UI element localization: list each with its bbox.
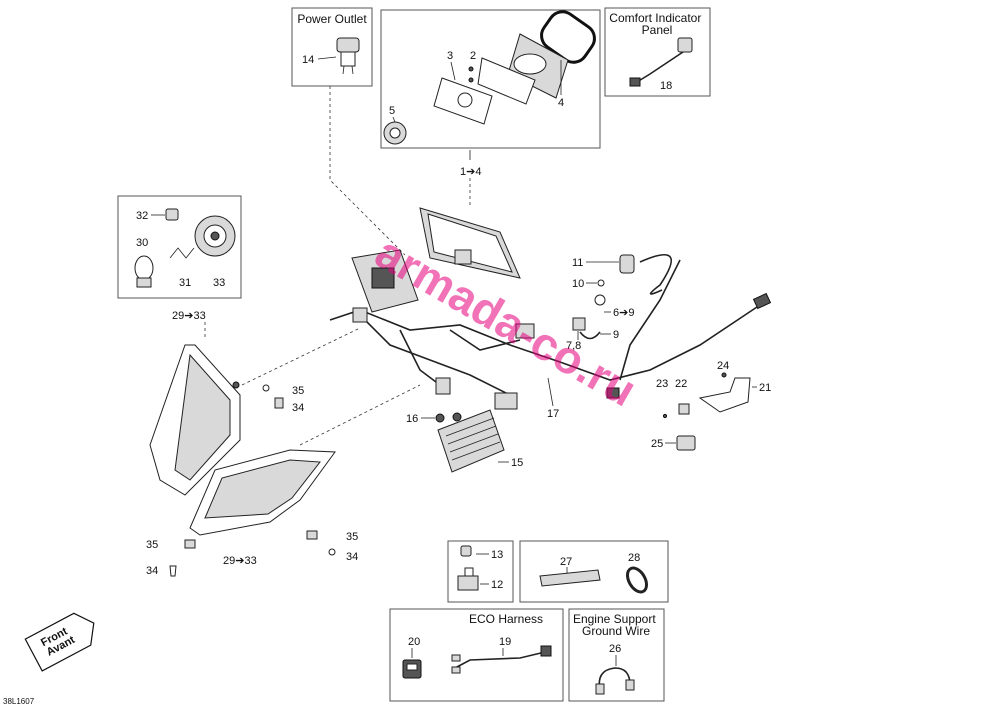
callout-35-c: 35 xyxy=(346,531,358,543)
headlight-hardware xyxy=(169,384,336,577)
headlight-callouts: 35 34 35 34 29➔33 35 34 xyxy=(146,385,358,577)
wiring-harness-assembly xyxy=(329,207,772,410)
bulb-spring-clip-part xyxy=(169,247,195,259)
power-outlet-title: Power Outlet xyxy=(297,12,367,26)
callout-25: 25 xyxy=(651,438,663,450)
callout-6-9: 6➔9 xyxy=(613,307,634,319)
cluster-lens-part xyxy=(433,77,493,125)
callout-23: 23 xyxy=(656,378,668,390)
callout-30: 30 xyxy=(136,237,148,249)
callout-34-b: 34 xyxy=(146,565,158,577)
cluster-housing-part xyxy=(477,33,569,105)
callout-11: 11 xyxy=(572,257,583,269)
switch-box: 13 12 xyxy=(447,540,514,603)
callout-31: 31 xyxy=(179,277,191,289)
callout-20: 20 xyxy=(408,636,420,648)
harness-callouts: 11 10 6➔9 9 7,8 17 xyxy=(547,257,634,420)
callout-1-4: 1➔4 xyxy=(460,166,481,178)
power-outlet-box: Power Outlet 14 xyxy=(291,7,373,87)
callout-22: 22 xyxy=(675,378,687,390)
callout-26: 26 xyxy=(609,643,621,655)
callout-10: 10 xyxy=(572,278,584,290)
callout-13: 13 xyxy=(491,549,503,561)
eco-switch-part xyxy=(402,659,422,679)
comfort-indicator-title: Comfort Indicator Panel xyxy=(609,11,704,37)
ground-wire-part xyxy=(595,667,635,695)
bracket-part-group: 24 21 23 22 25 xyxy=(651,360,771,451)
bulb-cap-part xyxy=(165,208,179,221)
eco-harness-box: ECO Harness 20 19 xyxy=(389,608,564,702)
comfort-indicator-box: Comfort Indicator Panel 18 xyxy=(604,7,711,97)
callout-35-b: 35 xyxy=(146,539,158,551)
fuse-box-part xyxy=(351,249,419,313)
callout-16: 16 xyxy=(406,413,418,425)
callout-33-box: 33 xyxy=(213,277,225,289)
eco-harness-title: ECO Harness xyxy=(469,612,543,626)
callout-32: 32 xyxy=(136,210,148,222)
headlight-bulb-box: 32 30 31 33 29➔33 xyxy=(117,195,242,322)
callout-34-c: 34 xyxy=(346,551,358,563)
callout-29-33-bottom: 29➔33 xyxy=(223,555,257,567)
callout-35-a: 35 xyxy=(292,385,304,397)
bulb-part xyxy=(134,255,154,288)
callout-2: 2 xyxy=(470,50,476,62)
instrument-cluster-box: 3 2 4 5 1➔4 xyxy=(380,9,601,178)
callout-7-8: 7,8 xyxy=(566,340,581,352)
tube-box: 27 28 xyxy=(519,540,669,603)
callout-21: 21 xyxy=(759,382,771,394)
engine-ground-title: Engine Support Ground Wire xyxy=(573,612,659,638)
switch-body-part xyxy=(457,567,479,591)
callout-15: 15 xyxy=(511,457,523,469)
callout-4: 4 xyxy=(558,97,564,109)
headlight-right-part xyxy=(189,449,336,536)
callout-27: 27 xyxy=(560,556,572,568)
callout-18: 18 xyxy=(660,80,672,92)
switch-cap-part xyxy=(460,545,472,557)
callout-9: 9 xyxy=(613,329,619,341)
voltage-regulator-part: 16 15 xyxy=(406,409,523,473)
cluster-knob-part xyxy=(383,121,407,145)
power-outlet-part xyxy=(336,37,360,75)
engine-ground-box: Engine Support Ground Wire 26 xyxy=(568,608,665,702)
tube-part xyxy=(539,569,601,587)
callout-17: 17 xyxy=(547,408,559,420)
assembly-leader-lines xyxy=(204,86,471,446)
callout-14: 14 xyxy=(302,54,314,66)
callout-24: 24 xyxy=(717,360,729,372)
bulb-socket-part xyxy=(194,215,236,257)
callout-5: 5 xyxy=(389,105,395,117)
drawing-reference: 38L1607 xyxy=(3,697,35,706)
gauge-cluster-part xyxy=(419,207,521,279)
seal-ring-part xyxy=(626,566,648,594)
eco-harness-part xyxy=(451,645,552,674)
callout-12: 12 xyxy=(491,579,503,591)
callout-28: 28 xyxy=(628,552,640,564)
headlight-left-part xyxy=(149,344,241,496)
callout-3: 3 xyxy=(447,50,453,62)
callout-34-a: 34 xyxy=(292,402,304,414)
cluster-screw-part xyxy=(468,66,474,83)
front-direction-badge: Front Avant xyxy=(24,612,95,672)
callout-29-33-top: 29➔33 xyxy=(172,310,206,322)
callout-19: 19 xyxy=(499,636,511,648)
comfort-indicator-part xyxy=(629,37,693,87)
